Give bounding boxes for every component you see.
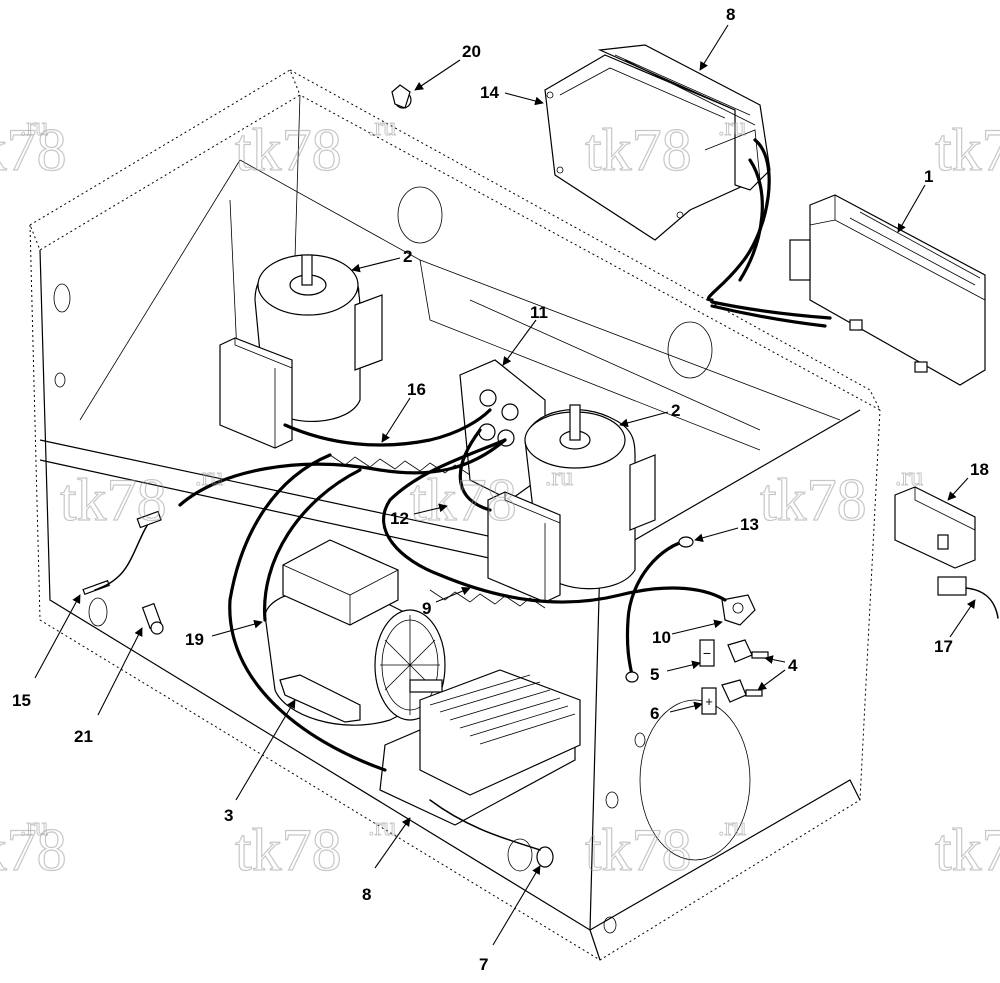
callout-20: 20 xyxy=(462,42,481,61)
callout-labels: 20 8 14 1 2 11 16 2 18 12 13 9 19 10 17 … xyxy=(12,5,989,974)
callout-2-left: 2 xyxy=(403,247,412,266)
watermark-2-suffix: .ru xyxy=(368,112,396,141)
part-10-switch xyxy=(721,594,756,626)
part-21-fuse xyxy=(141,602,164,635)
callout-17: 17 xyxy=(934,637,953,656)
callout-8-bottom: 8 xyxy=(362,885,371,904)
leader-4-lower xyxy=(757,669,786,691)
watermark-1: tk78 xyxy=(0,117,67,183)
watermark-6-suffix: .ru xyxy=(545,462,573,491)
part-3-blower-motor xyxy=(264,588,446,726)
leader-6 xyxy=(669,701,703,713)
part-14-control-board xyxy=(544,54,746,241)
part-11-bracket-plate xyxy=(459,359,546,501)
part-6-positive-decal: + xyxy=(701,687,717,715)
watermark-8-suffix: .ru xyxy=(20,812,48,841)
watermark-2: tk78 xyxy=(235,117,342,183)
part-4-terminal-upper xyxy=(727,639,769,663)
callout-7: 7 xyxy=(479,955,488,974)
callout-9: 9 xyxy=(422,599,431,618)
leader-18 xyxy=(947,477,969,501)
part-18-relay xyxy=(894,486,976,569)
leader-11 xyxy=(502,319,537,366)
watermark-5: tk78 xyxy=(60,467,167,533)
part-3-motor-junction-box xyxy=(282,539,399,626)
callout-8-top: 8 xyxy=(726,5,735,24)
watermark-4: tk78 xyxy=(935,117,1000,183)
watermark-5-suffix: .ru xyxy=(195,462,223,491)
watermark-3: tk78 xyxy=(585,117,692,183)
part-4-terminal-lower xyxy=(721,679,763,703)
watermark-10-suffix: .ru xyxy=(718,812,746,841)
leader-1 xyxy=(897,184,926,233)
callout-4: 4 xyxy=(788,656,798,675)
watermark-9-suffix: .ru xyxy=(368,812,396,841)
part-1-controller xyxy=(789,194,986,386)
callout-19: 19 xyxy=(185,630,204,649)
watermark-6: tk78 xyxy=(410,467,517,533)
callout-13: 13 xyxy=(740,515,759,534)
leader-12 xyxy=(413,503,448,515)
watermark-7: tk78 xyxy=(760,467,867,533)
callout-6: 6 xyxy=(650,704,659,723)
leader-10 xyxy=(671,619,723,635)
callout-2-center: 2 xyxy=(671,401,680,420)
watermark-3-suffix: .ru xyxy=(718,112,746,141)
callout-12: 12 xyxy=(390,509,409,528)
leader-8-bottom xyxy=(374,817,411,869)
leader-17 xyxy=(949,599,976,638)
callout-21: 21 xyxy=(74,727,93,746)
leader-19 xyxy=(211,619,263,637)
leader-8-top xyxy=(699,24,729,71)
part-8-heatsink-drive xyxy=(379,669,581,826)
leader-15 xyxy=(34,594,81,679)
watermark-10: tk78 xyxy=(585,817,692,883)
part-5-negative-decal: − xyxy=(699,639,715,667)
part-7-sensor-plug xyxy=(536,846,554,868)
leader-21 xyxy=(97,627,143,716)
part-15-sensor xyxy=(82,579,111,596)
part-20-clip xyxy=(391,84,412,109)
watermark-8: tk78 xyxy=(0,817,67,883)
leader-2-left xyxy=(351,257,401,273)
leader-4-upper xyxy=(764,655,786,664)
leader-7 xyxy=(492,865,541,946)
callout-11: 11 xyxy=(530,303,548,322)
leader-5 xyxy=(666,660,701,672)
leader-13 xyxy=(694,527,739,543)
part-17-connector xyxy=(937,576,999,619)
cables xyxy=(94,408,727,851)
callout-1: 1 xyxy=(924,167,933,186)
callout-15: 15 xyxy=(12,691,31,710)
watermark-7-suffix: .ru xyxy=(895,462,923,491)
leader-9 xyxy=(435,586,471,603)
callout-5: 5 xyxy=(650,665,659,684)
watermark-9: tk78 xyxy=(235,817,342,883)
watermark-11: tk78 xyxy=(935,817,1000,883)
leader-2-center xyxy=(619,411,669,428)
part-junction-box-left xyxy=(219,337,293,449)
callout-10: 10 xyxy=(652,628,671,647)
positive-mark: + xyxy=(705,694,713,709)
leader-14 xyxy=(504,92,544,106)
leader-16 xyxy=(381,397,411,443)
leader-3 xyxy=(235,699,296,801)
negative-mark: − xyxy=(703,645,711,661)
part-junction-box-center xyxy=(487,491,561,603)
harness-8-to-1 xyxy=(706,138,832,328)
callout-16: 16 xyxy=(407,380,426,399)
callout-14: 14 xyxy=(480,83,499,102)
watermarks: tk78 .ru tk78 .ru tk78 .ru tk78 tk78 .ru… xyxy=(0,112,1000,884)
leader-20 xyxy=(414,59,461,91)
callout-18: 18 xyxy=(970,460,989,479)
watermark-1-suffix: .ru xyxy=(20,112,48,141)
callout-3: 3 xyxy=(224,806,233,825)
leader-lines xyxy=(34,24,976,946)
